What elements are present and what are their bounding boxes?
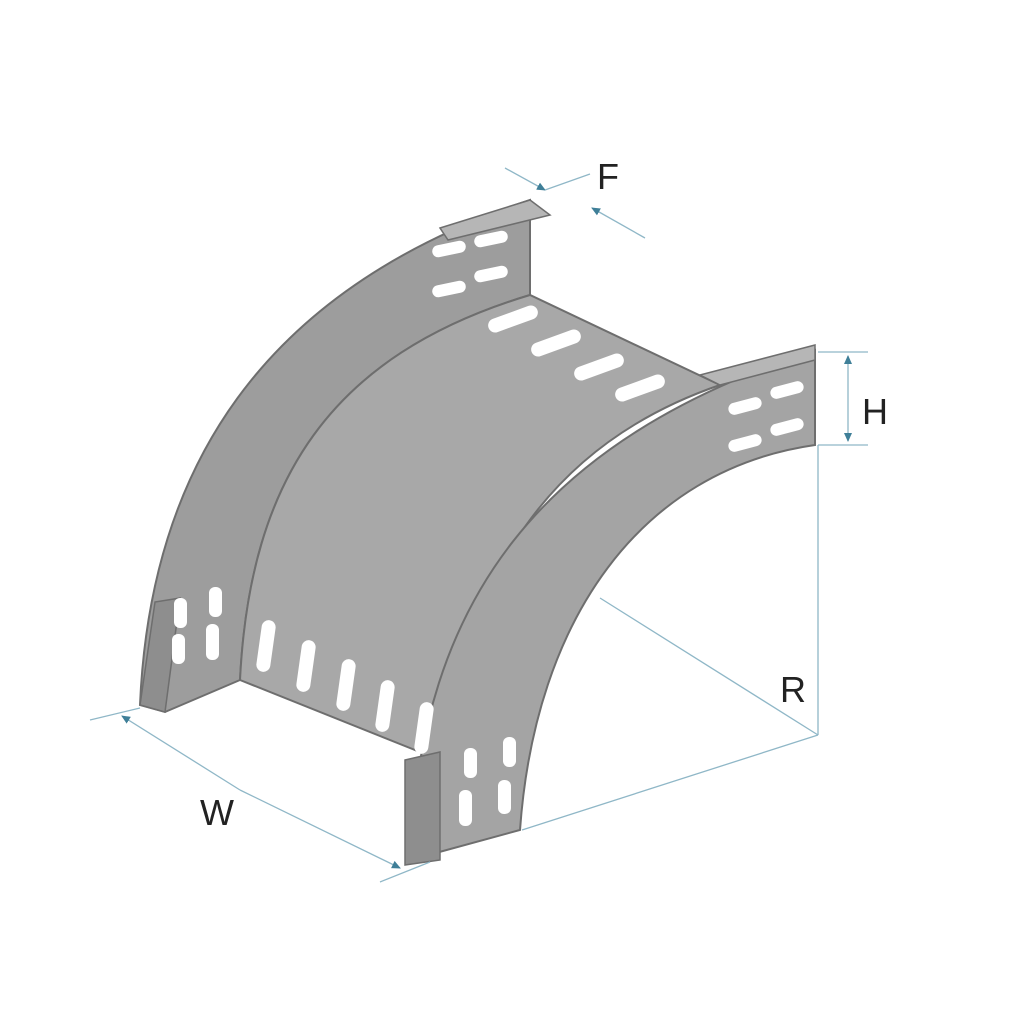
lower-outer-wall-slots: [172, 587, 222, 664]
flange-width-dimension: [504, 167, 646, 239]
outer-flange-top: [438, 199, 552, 241]
flange-width-label: F: [597, 156, 619, 197]
width-dimension: [89, 707, 431, 883]
lower-inner-wall-slots: [459, 737, 516, 826]
inner-wall-end-plate: [404, 751, 441, 866]
upper-outer-wall-slots: [432, 230, 508, 298]
radius-label: R: [780, 669, 806, 710]
upper-inner-wall-slots: [728, 381, 804, 452]
radius-construction-lines: [521, 445, 819, 831]
width-label: W: [200, 792, 234, 833]
upper-base-slots: [488, 305, 665, 402]
height-dimension: [818, 351, 868, 446]
height-label: H: [862, 391, 888, 432]
lower-base-slots: [256, 620, 434, 754]
inner-flange-top: [697, 344, 816, 386]
